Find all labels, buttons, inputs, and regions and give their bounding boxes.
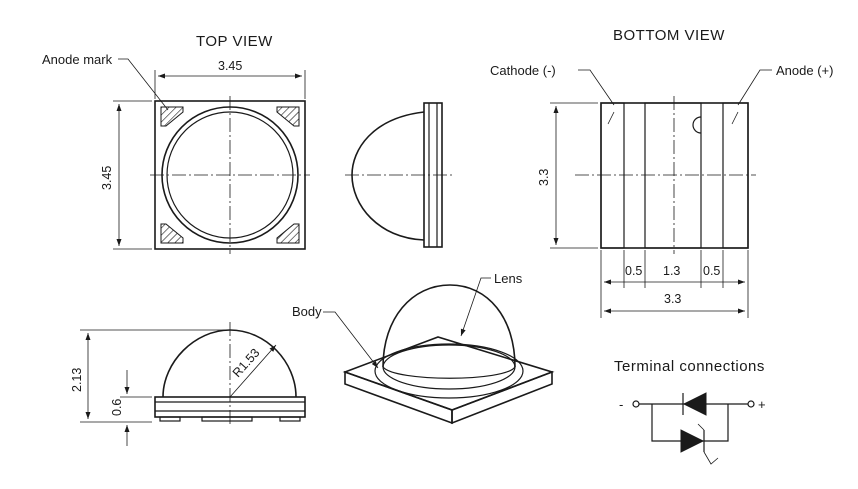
plus-terminal-label: + <box>758 397 766 412</box>
radius-line <box>229 344 277 398</box>
plus-terminal <box>747 400 755 408</box>
side-view <box>345 102 452 248</box>
top-height-value: 3.45 <box>100 166 114 190</box>
corner-mark-bottom-right <box>276 223 300 244</box>
bottom-view: BOTTOM VIEW 3.3 0.5 1.3 0.5 3.3 <box>490 27 833 318</box>
iso-body-top <box>342 336 555 411</box>
anode-label: Anode (+) <box>776 63 833 78</box>
terminal-connections-title: Terminal connections <box>614 358 765 375</box>
bottom-width-value: 3.3 <box>664 292 681 306</box>
minus-terminal <box>632 400 640 408</box>
iso-lens-dome <box>382 284 516 368</box>
minus-terminal-label: - <box>619 397 623 412</box>
bottom-height-value: 3.3 <box>537 169 551 186</box>
bottom-view-title: BOTTOM VIEW <box>613 27 725 44</box>
iso-body-front-right <box>451 370 553 425</box>
pad-gap-left-value: 0.5 <box>625 264 642 278</box>
cathode-pad <box>600 102 625 249</box>
cathode-label: Cathode (-) <box>490 63 556 78</box>
iso-lens-ring-outer <box>374 343 524 399</box>
top-width-value: 3.45 <box>218 59 242 73</box>
side-elevation: R1.53 2.13 0.6 <box>70 322 306 446</box>
terminal-connections: Terminal connections - + <box>614 358 766 465</box>
anode-mark-top-left <box>160 106 184 127</box>
body-height-value: 0.6 <box>110 399 124 416</box>
anode-mark-label: Anode mark <box>42 52 113 67</box>
body-label: Body <box>292 304 322 319</box>
elevation-dome <box>162 329 297 398</box>
side-dome <box>351 111 425 241</box>
corner-mark-top-right <box>276 106 300 127</box>
anode-pad <box>722 102 749 249</box>
isometric-view: Body Lens <box>292 271 555 425</box>
pad-gap-right-value: 0.5 <box>703 264 720 278</box>
bottom-view-body <box>600 102 749 249</box>
iso-lens-ring-inner <box>382 344 516 390</box>
polarity-notch <box>692 116 702 134</box>
center-pad <box>644 102 702 249</box>
total-height-value: 2.13 <box>70 368 84 392</box>
led-diode-symbol <box>682 392 707 416</box>
protection-diode-symbol <box>680 429 705 453</box>
lens-label: Lens <box>494 271 523 286</box>
top-view: TOP VIEW 3.45 3.45 Anode mark <box>42 33 310 254</box>
radius-value: R1.53 <box>230 346 263 380</box>
top-view-title: TOP VIEW <box>196 33 273 50</box>
pad-center-value: 1.3 <box>663 264 680 278</box>
corner-mark-bottom-left <box>160 223 184 244</box>
